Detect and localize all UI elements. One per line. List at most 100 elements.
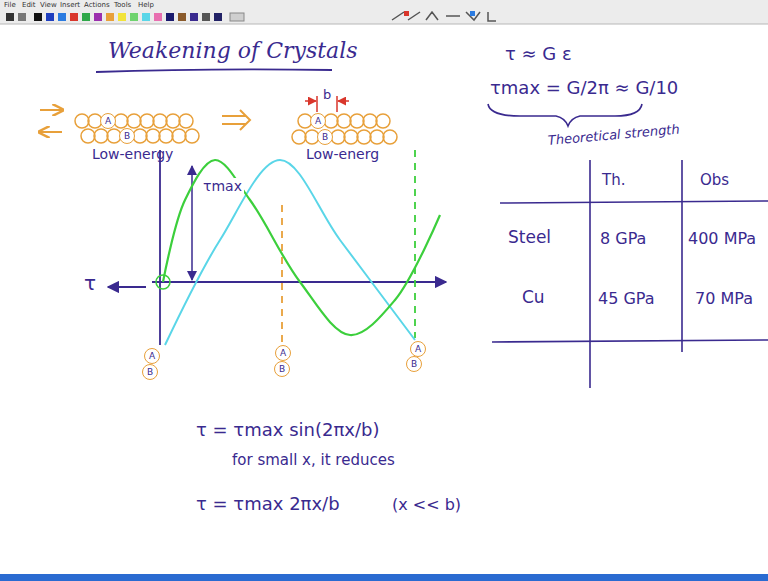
atom — [376, 114, 390, 128]
tool-icon — [404, 11, 409, 16]
atom — [81, 129, 95, 143]
origin-circle — [156, 275, 170, 289]
menu-item: Insert — [60, 1, 80, 9]
atom — [179, 114, 193, 128]
title-underline — [96, 69, 332, 72]
atom — [292, 130, 306, 144]
shear-arrow — [40, 131, 62, 133]
color-swatch — [70, 13, 78, 21]
condition: (x << b) — [392, 496, 461, 514]
atom-circle: A — [144, 348, 160, 364]
atom — [153, 114, 167, 128]
brace — [488, 104, 642, 126]
stress-curve — [163, 160, 440, 335]
atom-circle: A — [410, 341, 426, 357]
table-line — [589, 160, 591, 388]
menu-item: File — [4, 1, 16, 9]
dashed-guide — [281, 205, 283, 344]
atom-letter: B — [147, 368, 153, 377]
atom — [337, 114, 351, 128]
equation: τ ≈ G ε — [505, 44, 572, 65]
tool-icon — [230, 13, 244, 21]
table-header: Th. — [602, 172, 625, 189]
b-arrow — [305, 100, 316, 102]
table-header: Obs — [700, 172, 729, 189]
color-swatch — [34, 13, 42, 21]
atom — [350, 114, 364, 128]
menu-item: Edit — [22, 1, 36, 9]
atom-rows — [75, 114, 397, 144]
color-swatch — [118, 13, 126, 21]
atom — [166, 114, 180, 128]
color-swatch — [214, 13, 222, 21]
atom — [370, 130, 384, 144]
atom-letter: A — [315, 117, 321, 126]
atom-letter: A — [149, 352, 155, 361]
color-swatch — [58, 13, 66, 21]
atom-letter: A — [105, 117, 111, 126]
color-swatch — [142, 13, 150, 21]
table-cell: 45 GPa — [598, 290, 655, 308]
dashed-guide — [414, 150, 416, 338]
color-swatch — [94, 13, 102, 21]
atom-letter: B — [411, 360, 417, 369]
b-tick — [336, 96, 338, 112]
atom-circle: B — [317, 129, 333, 145]
table-grid — [492, 160, 768, 388]
atom-letter: B — [124, 132, 130, 141]
state-label: Low-energy — [92, 146, 173, 162]
color-swatch — [106, 13, 114, 21]
b-arrow — [338, 100, 349, 102]
equation: τmax = G/2π ≈ G/10 — [490, 78, 678, 99]
table-cell: 70 MPa — [695, 290, 753, 308]
atom — [331, 130, 345, 144]
pen-tool-icons — [392, 12, 496, 21]
toolbar-border — [0, 24, 768, 25]
atom-letter: A — [280, 349, 286, 358]
atom — [127, 114, 141, 128]
color-swatch — [130, 13, 138, 21]
tool-icon — [6, 13, 14, 21]
atom-circle: B — [119, 128, 135, 144]
state-label: Low-energ — [306, 146, 379, 162]
table-cell: Steel — [508, 228, 551, 248]
color-swatch — [82, 13, 90, 21]
equation: τ = τmax sin(2πx/b) — [196, 420, 379, 441]
y-axis — [159, 150, 161, 345]
b-tick — [316, 96, 318, 112]
taskbar — [0, 574, 768, 581]
atom — [133, 129, 147, 143]
atom — [140, 114, 154, 128]
color-swatch — [154, 13, 162, 21]
atom — [383, 130, 397, 144]
atom-circle: B — [406, 356, 422, 372]
title: Weakening of Crystals — [108, 38, 358, 64]
atom — [185, 129, 199, 143]
atom — [344, 130, 358, 144]
tool-icon — [18, 13, 26, 21]
color-swatch — [166, 13, 174, 21]
color-swatch — [46, 13, 54, 21]
table-line — [492, 340, 768, 342]
table-cell: 8 GPa — [600, 230, 646, 248]
brace-label: Theoretical strength — [547, 123, 680, 149]
tau-arrow — [108, 286, 146, 288]
atom-circle: A — [310, 113, 326, 129]
burgers-label: b — [323, 88, 331, 103]
atom-circle: B — [142, 364, 158, 380]
equation: τ = τmax 2πx/b — [196, 494, 340, 515]
atom-circle: A — [275, 345, 291, 361]
table-line — [681, 160, 683, 352]
toolbar-icons — [6, 11, 496, 21]
tool-icon — [470, 11, 475, 16]
table-cell: Cu — [522, 288, 545, 308]
color-swatch — [190, 13, 198, 21]
atom — [114, 114, 128, 128]
atom-letter: B — [279, 365, 285, 374]
implies-arrow — [222, 110, 250, 130]
atom — [357, 130, 371, 144]
axis-label: τ — [84, 272, 96, 295]
menu-item: Help — [138, 1, 154, 9]
atom — [159, 129, 173, 143]
